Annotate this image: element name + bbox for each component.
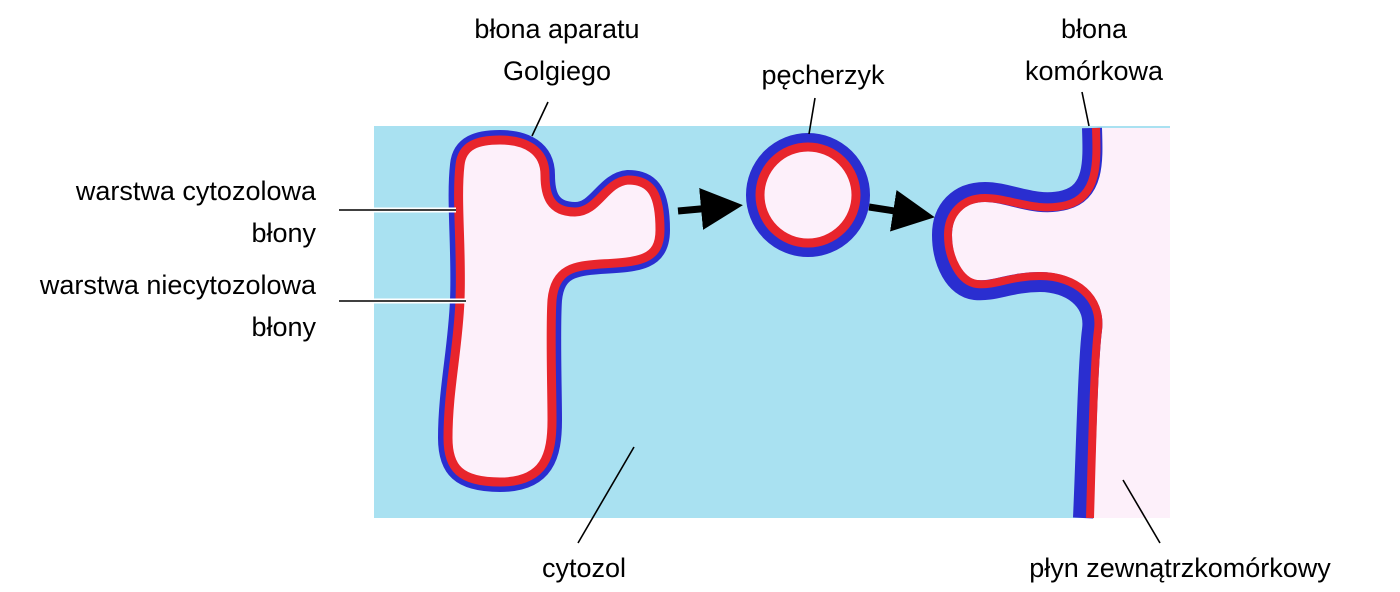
leader-cell-membrane bbox=[1081, 91, 1090, 127]
leader-cytosol bbox=[577, 446, 635, 544]
vesicle-cytosolic-leaflet bbox=[746, 133, 870, 257]
vesicle-label: pęcherzyk bbox=[761, 60, 885, 90]
golgi-membrane-label-line2: Golgiego bbox=[503, 56, 611, 86]
leader-golgi-membrane bbox=[531, 101, 549, 137]
extracellular-fluid-label: płyn zewnątrzkomórkowy bbox=[1029, 553, 1331, 583]
leader-extracellular-fluid bbox=[1122, 479, 1161, 544]
golgi-noncytosolic-leaflet bbox=[443, 135, 665, 487]
golgi-membrane bbox=[438, 130, 670, 492]
cytosolic-leaflet-label-line1: warstwa cytozolowa bbox=[75, 176, 317, 206]
cytosol-label: cytozol bbox=[542, 553, 626, 583]
noncytosolic-leaflet-label-line2: błony bbox=[251, 312, 316, 342]
cell-membrane-noncytosolic-leaflet bbox=[943, 127, 1103, 519]
cell-membrane-cytosolic-leaflet bbox=[931, 127, 1103, 519]
noncytosolic-leaflet-label-line1: warstwa niecytozolowa bbox=[39, 270, 317, 300]
arrow-vesicle-to-membrane bbox=[868, 190, 935, 232]
leader-vesicle bbox=[808, 97, 816, 135]
vesicle bbox=[746, 133, 870, 257]
cell-membrane-label-line2: komórkowa bbox=[1025, 56, 1164, 86]
extracellular-region bbox=[942, 128, 1170, 518]
cytosolic-leaflet-label-line2: błony bbox=[251, 218, 316, 248]
golgi-membrane-label-line1: błona aparatu bbox=[474, 14, 639, 44]
vesicle-noncytosolic-leaflet bbox=[755, 142, 861, 248]
arrow-golgi-to-vesicle bbox=[677, 187, 743, 230]
cell-membrane bbox=[931, 127, 1103, 519]
cell-membrane-label-line1: błona bbox=[1061, 14, 1128, 44]
